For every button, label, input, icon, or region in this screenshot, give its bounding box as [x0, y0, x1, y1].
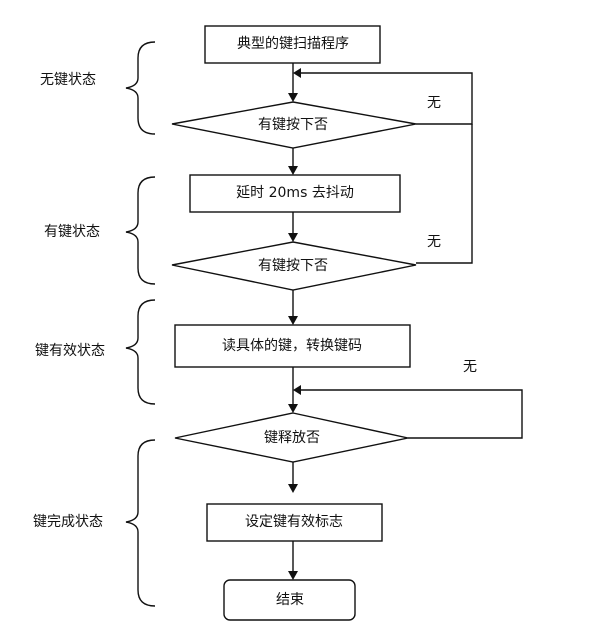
- no-label-3: 无: [463, 359, 477, 375]
- check1-diamond: [171, 101, 417, 149]
- release-diamond: [174, 412, 409, 463]
- loop-arrowhead-3: [293, 385, 301, 395]
- state-key-done: 键完成状态: [33, 514, 103, 530]
- brace-no-key: [125, 41, 156, 135]
- read-box: [174, 324, 411, 368]
- brace-key-done: [125, 439, 156, 607]
- end-box: [223, 579, 356, 621]
- loop-no-1: [300, 72, 473, 125]
- flag-label: 设定键有效标志: [245, 514, 343, 530]
- check2-diamond: [171, 241, 417, 291]
- state-no-key: 无键状态: [40, 72, 96, 88]
- arrowhead-flag: [288, 484, 298, 493]
- check2-label: 有键按下否: [258, 258, 328, 274]
- arrowhead-check2: [288, 233, 298, 242]
- no-label-2: 无: [427, 234, 441, 250]
- loop-arrowhead-1: [293, 68, 301, 78]
- start-box: [204, 25, 381, 64]
- arrowhead-release: [288, 404, 298, 413]
- loop-no-2: [416, 124, 473, 264]
- brace-key-valid: [125, 299, 156, 405]
- loop-no-3: [300, 389, 523, 439]
- delay-label: 延时 20ms 去抖动: [236, 185, 354, 201]
- flag-box: [206, 503, 383, 542]
- arrowhead-check1: [288, 93, 298, 102]
- arrowhead-delay: [288, 166, 298, 175]
- brace-has-key: [125, 176, 156, 285]
- read-label: 读具体的键，转换键码: [222, 338, 362, 354]
- release-label: 键释放否: [264, 430, 320, 446]
- arrowhead-read: [288, 316, 298, 325]
- state-key-valid: 键有效状态: [35, 343, 105, 359]
- no-label-1: 无: [427, 95, 441, 111]
- state-has-key: 有键状态: [44, 224, 100, 240]
- arrowhead-end: [288, 571, 298, 580]
- end-label: 结束: [276, 592, 304, 608]
- delay-box: [189, 174, 401, 213]
- start-label: 典型的键扫描程序: [237, 36, 349, 52]
- check1-label: 有键按下否: [258, 117, 328, 133]
